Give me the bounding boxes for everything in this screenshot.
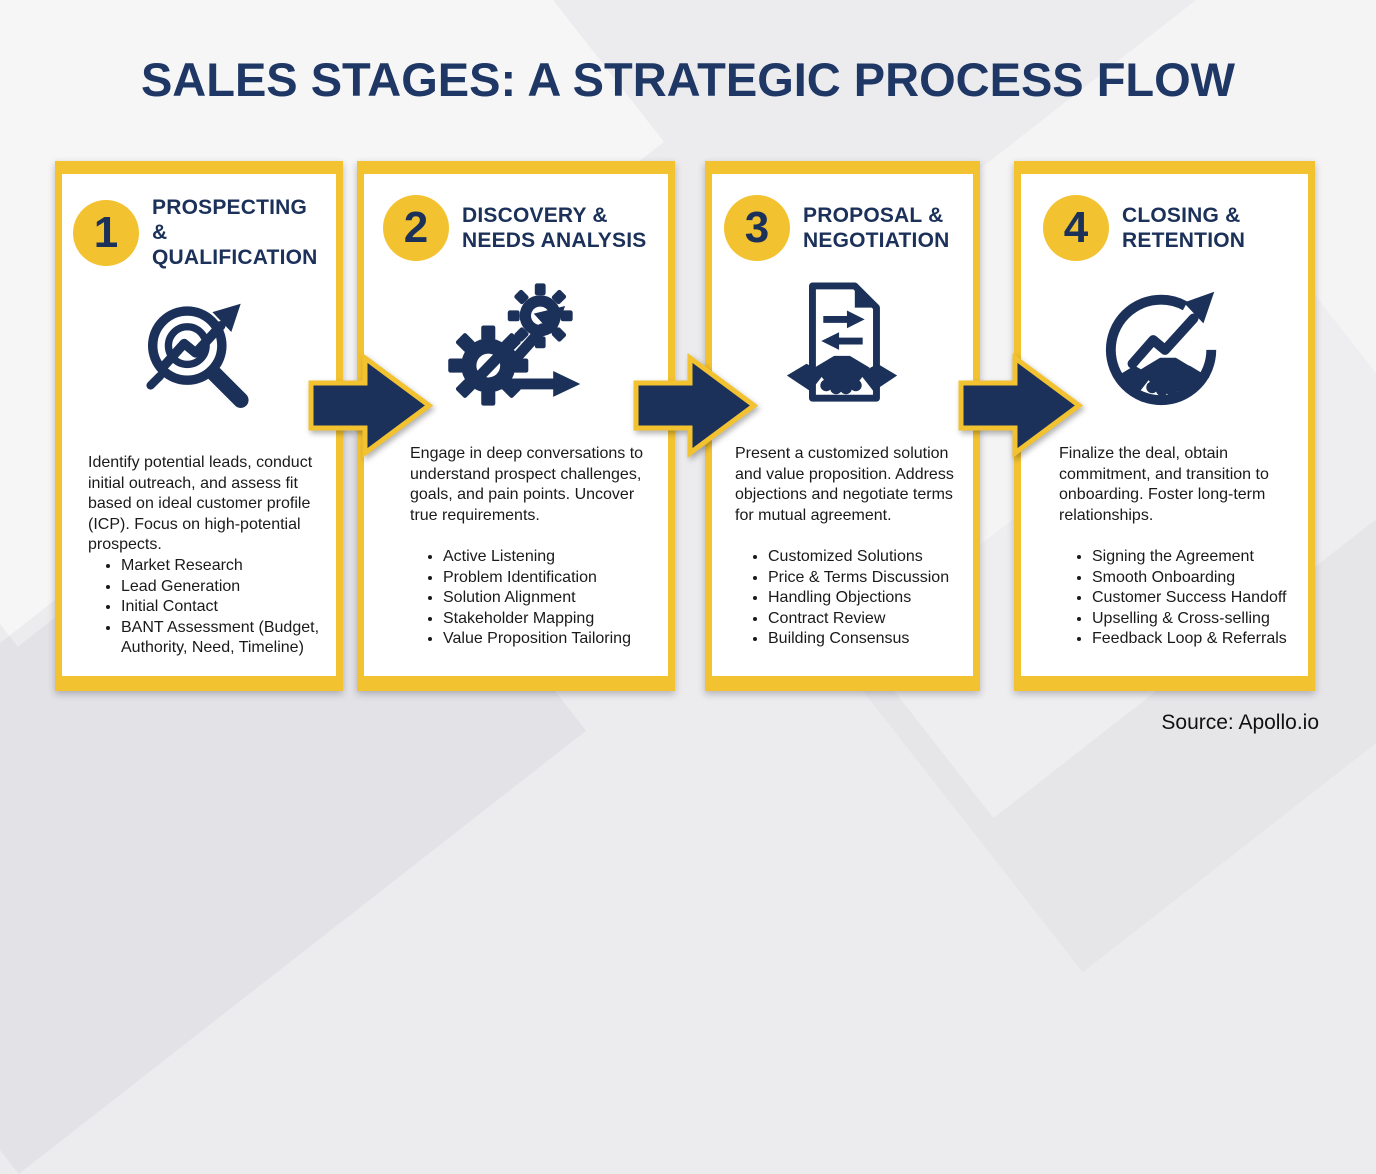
bullet-item: Stakeholder Mapping	[443, 609, 655, 630]
bullet-item: Contract Review	[768, 609, 960, 630]
handshake-growth-circle-icon	[1021, 278, 1308, 412]
stage-description: Identify potential leads, conduct initia…	[88, 454, 313, 553]
stage-number-badge: 1	[73, 199, 139, 266]
flow-arrow-icon	[958, 353, 1083, 458]
stage-number: 1	[93, 207, 119, 257]
bullet-item: Price & Terms Discussion	[768, 568, 960, 589]
bullet-item: Building Consensus	[768, 629, 960, 650]
flow-arrow-icon	[308, 353, 433, 458]
stage-number: 2	[403, 203, 429, 252]
bullet-item: Smooth Onboarding	[1092, 568, 1295, 589]
target-magnifier-growth-icon	[62, 287, 336, 421]
stage-number: 3	[744, 203, 770, 252]
bullet-item: Market Research	[121, 556, 323, 577]
bullet-item: Customer Success Handoff	[1092, 588, 1295, 609]
bullet-item: Feedback Loop & Referrals	[1092, 629, 1295, 650]
stage-4-body: Finalize the deal, obtain commitment, an…	[1021, 444, 1308, 650]
bullet-item: Customized Solutions	[768, 547, 960, 568]
stage-2-header: 2 DISCOVERY & NEEDS ANALYSIS	[383, 195, 660, 261]
stage-card-1: 1 PROSPECTING & QUALIFICATION Identify p…	[55, 161, 343, 691]
stage-1-header: 1 PROSPECTING & QUALIFICATION	[73, 195, 328, 270]
stage-1-body: Identify potential leads, conduct initia…	[62, 453, 336, 659]
bullet-item: Handling Objections	[768, 588, 960, 609]
stage-bullet-list: Signing the Agreement Smooth Onboarding …	[1059, 547, 1295, 650]
bullet-item: Problem Identification	[443, 568, 655, 589]
flow-arrow-icon	[633, 353, 758, 458]
contract-handshake-icon	[712, 278, 973, 412]
bullet-item: Active Listening	[443, 547, 655, 568]
stage-card-3: 3 PROPOSAL & NEGOTIATION Present a custo…	[705, 161, 980, 691]
stage-3-header: 3 PROPOSAL & NEGOTIATION	[724, 195, 965, 261]
stage-title: PROSPECTING & QUALIFICATION	[152, 196, 318, 269]
bullet-item: Solution Alignment	[443, 588, 655, 609]
stage-2-body: Engage in deep conversations to understa…	[364, 444, 668, 650]
bullet-item: Signing the Agreement	[1092, 547, 1295, 568]
bullet-item: BANT Assessment (Budget, Authority, Need…	[121, 618, 323, 659]
stage-description: Finalize the deal, obtain commitment, an…	[1059, 445, 1269, 524]
stage-title: DISCOVERY & NEEDS ANALYSIS	[462, 204, 647, 252]
stage-3-body: Present a customized solution and value …	[712, 444, 973, 650]
bullet-item: Lead Generation	[121, 577, 323, 598]
stage-number-badge: 2	[383, 195, 449, 261]
stage-bullet-list: Market Research Lead Generation Initial …	[88, 556, 323, 659]
stage-description: Present a customized solution and value …	[735, 445, 954, 524]
stage-title: CLOSING & RETENTION	[1122, 204, 1246, 252]
stage-number: 4	[1063, 203, 1089, 252]
bullet-item: Upselling & Cross-selling	[1092, 609, 1295, 630]
bullet-item: Initial Contact	[121, 597, 323, 618]
stage-4-header: 4 CLOSING & RETENTION	[1043, 195, 1300, 261]
page-title: SALES STAGES: A STRATEGIC PROCESS FLOW	[140, 53, 1236, 106]
stage-bullet-list: Active Listening Problem Identification …	[410, 547, 655, 650]
stage-title: PROPOSAL & NEGOTIATION	[803, 204, 950, 252]
stage-bullet-list: Customized Solutions Price & Terms Discu…	[735, 547, 960, 650]
stage-number-badge: 3	[724, 195, 790, 261]
stage-card-4: 4 CLOSING & RETENTION Finalize the deal,…	[1014, 161, 1315, 691]
stage-description: Engage in deep conversations to understa…	[410, 445, 644, 524]
source-attribution: Source: Apollo.io	[1161, 711, 1319, 734]
stage-number-badge: 4	[1043, 195, 1109, 261]
bullet-item: Value Proposition Tailoring	[443, 629, 655, 650]
